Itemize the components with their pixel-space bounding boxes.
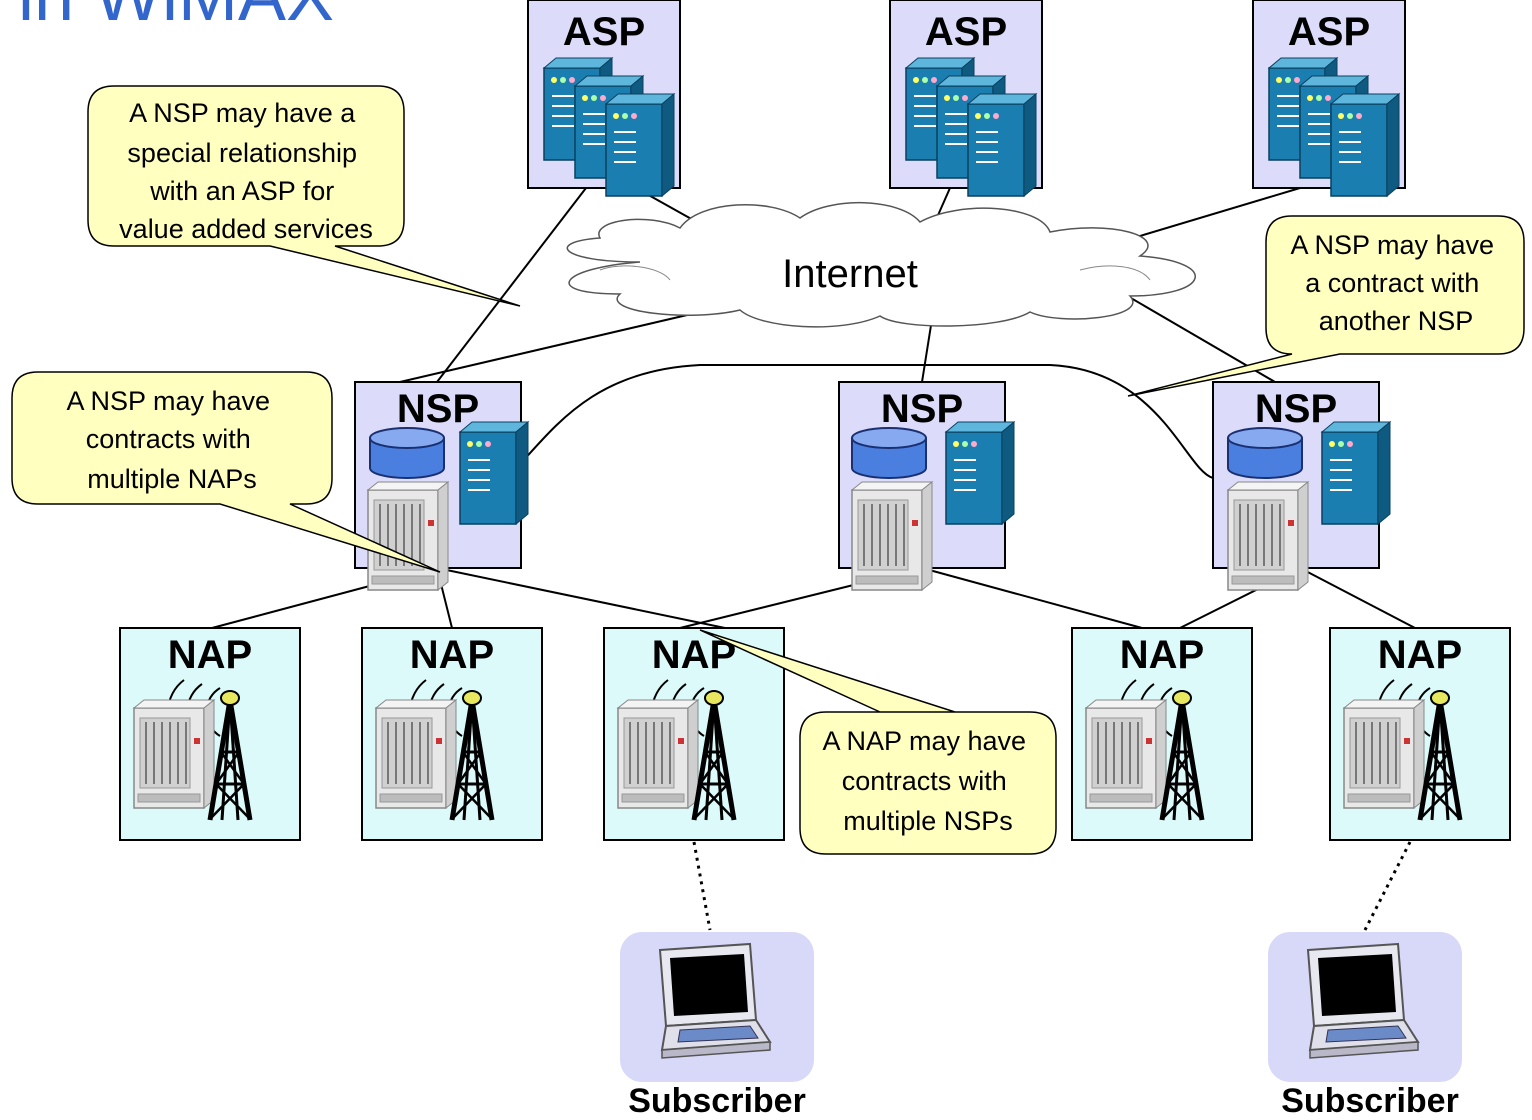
rack-icon: [1343, 699, 1425, 809]
link-nsp1-internet: [399, 311, 701, 383]
callout-line: multiple NSPs: [843, 806, 1013, 836]
rack-icon: [851, 481, 933, 591]
nap-label: NAP: [168, 633, 252, 677]
asp-label: ASP: [1288, 10, 1370, 54]
database-icon: [369, 427, 445, 479]
callout-nsp-nsp: A NSP may have a contract with another N…: [1127, 215, 1525, 397]
link-nsp1-asp1: [436, 187, 587, 383]
nsp-node: NSP: [354, 381, 529, 591]
asp-node: ASP: [527, 0, 681, 197]
asp-label: ASP: [925, 10, 1007, 54]
link-nsp2-nap4: [921, 567, 1143, 629]
callout-nsp-asp: A NSP may have a special relationship wi…: [87, 85, 521, 307]
callout-line: A NSP may have: [66, 386, 270, 416]
rack-icon: [617, 699, 699, 809]
svg-text:A NSP may have contracts: A NSP may have contracts with multiple N…: [66, 386, 277, 494]
nsp-label: NSP: [881, 387, 963, 431]
callout-line: a contract with: [1305, 268, 1479, 298]
asp-label: ASP: [563, 10, 645, 54]
callout-line: A NSP may have a: [129, 98, 356, 128]
link-nap3-subscriber1: [692, 841, 712, 931]
internet-cloud: Internet: [566, 202, 1196, 328]
rack-icon: [375, 699, 457, 809]
nap-node: NAP: [361, 627, 543, 841]
server-icon: [967, 93, 1037, 197]
internet-label: Internet: [782, 252, 918, 296]
database-icon: [1227, 427, 1303, 479]
subscriber-node: Subscriber: [620, 932, 814, 1120]
callout-line: value added services: [119, 214, 373, 244]
callout-line: another NSP: [1319, 306, 1474, 336]
link-nsp3-nap5: [1299, 567, 1416, 629]
callout-line: multiple NAPs: [87, 464, 257, 494]
callout-line: with an ASP for: [149, 176, 334, 206]
link-nap5-subscriber2: [1363, 841, 1412, 931]
server-icon: [459, 421, 529, 525]
callout-nap-nsps: A NAP may have contracts with multiple N…: [699, 629, 1057, 855]
rack-icon: [1085, 699, 1167, 809]
subscriber-label: Subscriber: [1281, 1082, 1459, 1120]
link-nsp1-nap3: [436, 567, 726, 629]
nap-label: NAP: [1120, 633, 1204, 677]
subscriber-label: Subscriber: [628, 1082, 806, 1120]
callout-line: contracts with: [86, 424, 251, 454]
nap-node: NAP: [1071, 627, 1253, 841]
svg-text:A NAP may have contracts: A NAP may have contracts with multiple N…: [822, 726, 1033, 836]
database-icon: [851, 427, 927, 479]
nap-node: NAP: [119, 627, 301, 841]
rack-icon: [1227, 481, 1309, 591]
svg-text:A NSP may have a special: A NSP may have a special relationship wi…: [119, 98, 373, 244]
rack-icon: [133, 699, 215, 809]
asp-node: ASP: [889, 0, 1043, 197]
subscriber-node: Subscriber: [1268, 932, 1462, 1120]
nsp-label: NSP: [1255, 387, 1337, 431]
callout-nsp-naps: A NSP may have contracts with multiple N…: [11, 371, 441, 573]
nap-label: NAP: [410, 633, 494, 677]
callout-line: A NSP may have: [1290, 230, 1494, 260]
server-icon: [1321, 421, 1391, 525]
nsp-label: NSP: [397, 387, 479, 431]
server-icon: [605, 93, 675, 197]
callout-line: contracts with: [842, 766, 1007, 796]
server-icon: [1330, 93, 1400, 197]
server-icon: [945, 421, 1015, 525]
rack-icon: [367, 481, 449, 591]
asp-node: ASP: [1252, 0, 1406, 197]
link-asp3-internet: [1109, 187, 1301, 246]
svg-text:A NSP may have a contrac: A NSP may have a contract with another N…: [1290, 230, 1501, 336]
link-nsp1-nsp3: [521, 364, 1214, 479]
callout-line: A NAP may have: [822, 726, 1026, 756]
nsp-node: NSP: [838, 381, 1015, 591]
callout-line: special relationship: [127, 138, 357, 168]
nap-node: NAP: [603, 627, 785, 841]
page-title: in WiMAX: [18, 0, 334, 36]
nsp-node: NSP: [1212, 381, 1391, 591]
nap-label: NAP: [1378, 633, 1462, 677]
nap-node: NAP: [1329, 627, 1511, 841]
